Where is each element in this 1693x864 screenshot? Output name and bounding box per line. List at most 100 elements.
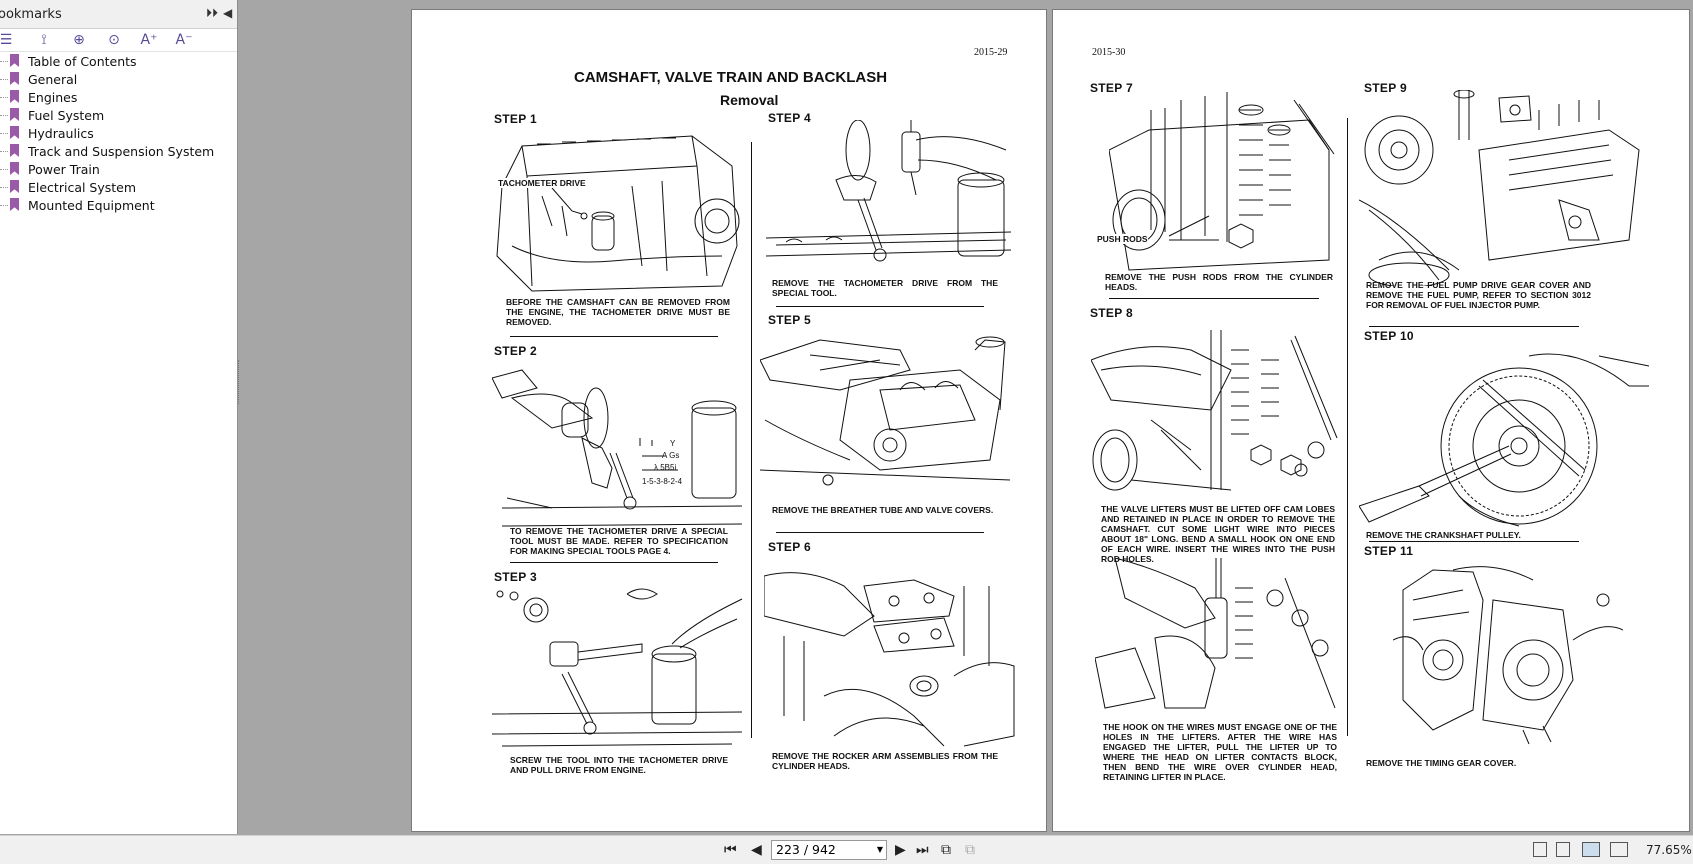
step-caption: THE HOOK ON THE WIRES MUST ENGAGE ONE OF… <box>1103 722 1337 782</box>
bookmark-icon <box>10 198 19 211</box>
tree-connector <box>0 133 8 134</box>
column-divider <box>751 142 752 738</box>
timing-gear-cover-illustration <box>1393 566 1623 745</box>
step-label: STEP 1 <box>494 112 537 126</box>
step-caption: BEFORE THE CAMSHAFT CAN BE REMOVED FROM … <box>506 297 730 327</box>
bookmark-icon <box>10 180 19 193</box>
bookmark-mounted-equipment[interactable]: Mounted Equipment <box>0 197 237 215</box>
step-label: STEP 11 <box>1364 544 1414 558</box>
bookmark-label: Table of Contents <box>28 54 137 69</box>
bookmark-icon <box>10 126 19 139</box>
page-title: CAMSHAFT, VALVE TRAIN AND BACKLASH <box>574 69 888 86</box>
engine-block-illustration <box>496 135 740 292</box>
svg-text:1-5-3-8-2-4: 1-5-3-8-2-4 <box>642 477 683 486</box>
bookmark-label: Track and Suspension System <box>28 144 215 159</box>
bookmark-icon <box>10 144 19 157</box>
bookmark-icon <box>10 54 19 67</box>
rocker-arm-illustration <box>764 572 1015 747</box>
puller-illustration <box>492 588 743 747</box>
push-rods-illustration <box>1109 92 1335 271</box>
step-caption: REMOVE THE PUSH RODS FROM THE CYLINDER H… <box>1105 272 1333 292</box>
tree-connector <box>0 169 8 170</box>
step-divider <box>510 562 718 563</box>
font-increase-icon[interactable]: A⁺ <box>140 32 158 48</box>
font-decrease-icon[interactable]: A⁻ <box>175 32 193 48</box>
step-caption: THE VALVE LIFTERS MUST BE LIFTED OFF CAM… <box>1101 504 1335 564</box>
zoom-level[interactable]: 77.65% <box>1646 843 1692 857</box>
valve-cover-illustration <box>760 336 1011 486</box>
go-back-view-icon[interactable]: ⧉ <box>941 842 951 858</box>
panel-splitter[interactable] <box>238 360 242 404</box>
step-label: STEP 10 <box>1364 329 1414 343</box>
collapse-panel-icon[interactable]: ◀ <box>223 6 233 20</box>
step-divider <box>510 336 718 337</box>
continuous-view-icon[interactable] <box>1556 842 1570 857</box>
fuel-pump-illustration <box>1359 90 1640 286</box>
svg-text:Y: Y <box>670 439 676 448</box>
previous-page-icon[interactable]: ◀ <box>751 842 762 858</box>
bookmark-electrical-system[interactable]: Electrical System <box>0 179 237 197</box>
go-forward-view-icon[interactable]: ⧉ <box>965 842 975 858</box>
crankshaft-pulley-illustration <box>1359 353 1650 527</box>
bookmarks-header: ookmarks ⏵⏵ ◀ <box>0 0 237 29</box>
options-icon[interactable]: ☰ <box>0 32 13 48</box>
tree-connector <box>0 205 8 206</box>
step-caption: SCREW THE TOOL INTO THE TACHOMETER DRIVE… <box>510 755 728 775</box>
page-number-input[interactable]: 223 / 942 ▼ <box>771 840 887 860</box>
step-label: STEP 4 <box>768 111 811 125</box>
step-label: STEP 9 <box>1364 81 1407 95</box>
continuous-facing-view-icon[interactable] <box>1610 842 1628 857</box>
bookmark-label: Mounted Equipment <box>28 198 155 213</box>
bookmark-find-icon[interactable]: ⟟ <box>41 32 47 48</box>
bookmark-general[interactable]: General <box>0 71 237 89</box>
step-caption: TO REMOVE THE TACHOMETER DRIVE A SPECIAL… <box>510 526 728 556</box>
bookmarks-panel: ookmarks ⏵⏵ ◀ ☰ ⟟ ⊕ ⊙ A⁺ A⁻ Table of Con… <box>0 0 238 834</box>
facing-view-icon[interactable] <box>1582 842 1600 857</box>
next-page-icon[interactable]: ▶ <box>895 842 906 858</box>
step-divider <box>776 532 984 533</box>
tree-connector <box>0 151 8 152</box>
bookmark-fuel-system[interactable]: Fuel System <box>0 107 237 125</box>
step-label: STEP 2 <box>494 344 537 358</box>
single-page-view-icon[interactable] <box>1533 842 1547 857</box>
step-caption: REMOVE THE FUEL PUMP DRIVE GEAR COVER AN… <box>1366 280 1591 310</box>
bookmark-power-train[interactable]: Power Train <box>0 161 237 179</box>
tree-connector <box>0 79 8 80</box>
bookmark-engines[interactable]: Engines <box>0 89 237 107</box>
bookmark-label: Fuel System <box>28 108 105 123</box>
bookmark-table-of-contents[interactable]: Table of Contents <box>0 53 237 71</box>
bookmark-icon <box>10 162 19 175</box>
bookmark-label: Engines <box>28 90 78 105</box>
bookmark-add-icon[interactable]: ⊕ <box>73 32 85 48</box>
step-label: STEP 7 <box>1090 81 1133 95</box>
page-number: 2015-30 <box>1092 47 1126 58</box>
step-caption: REMOVE THE CRANKSHAFT PULLEY. <box>1366 530 1521 540</box>
bookmark-hydraulics[interactable]: Hydraulics <box>0 125 237 143</box>
page-number-value: 223 / 942 <box>776 842 836 857</box>
callout-label: PUSH RODS <box>1097 234 1148 244</box>
tachometer-drive-illustration <box>766 120 1012 262</box>
column-divider <box>1347 118 1348 736</box>
step-label: STEP 5 <box>768 313 811 327</box>
bookmark-track-and-suspension[interactable]: Track and Suspension System <box>0 143 237 161</box>
bookmark-label: General <box>28 72 78 87</box>
double-chevron-right-icon[interactable]: ⏵⏵ <box>206 6 219 20</box>
bookmark-label: Hydraulics <box>28 126 94 141</box>
bookmarks-toolbar: ☰ ⟟ ⊕ ⊙ A⁺ A⁻ <box>0 29 237 52</box>
bookmark-goto-icon[interactable]: ⊙ <box>108 32 120 48</box>
last-page-icon[interactable]: ⏭ <box>916 842 929 858</box>
bookmarks-title: ookmarks <box>0 7 62 22</box>
svg-text:λ 5B5i: λ 5B5i <box>654 463 676 472</box>
step-divider <box>1369 541 1579 542</box>
step-label: STEP 8 <box>1090 306 1133 320</box>
step-label: STEP 6 <box>768 540 811 554</box>
step-divider <box>1109 298 1319 299</box>
tree-connector <box>0 187 8 188</box>
tree-connector <box>0 61 8 62</box>
navigation-toolbar: ⏮ ◀ 223 / 942 ▼ ▶ ⏭ ⧉ ⧉ 77.65% <box>0 835 1693 864</box>
callout-label: TACHOMETER DRIVE <box>498 178 586 188</box>
dropdown-arrow-icon[interactable]: ▼ <box>876 845 883 854</box>
first-page-icon[interactable]: ⏮ <box>724 842 737 858</box>
bookmark-label: Power Train <box>28 162 100 177</box>
bookmark-icon <box>10 90 19 103</box>
